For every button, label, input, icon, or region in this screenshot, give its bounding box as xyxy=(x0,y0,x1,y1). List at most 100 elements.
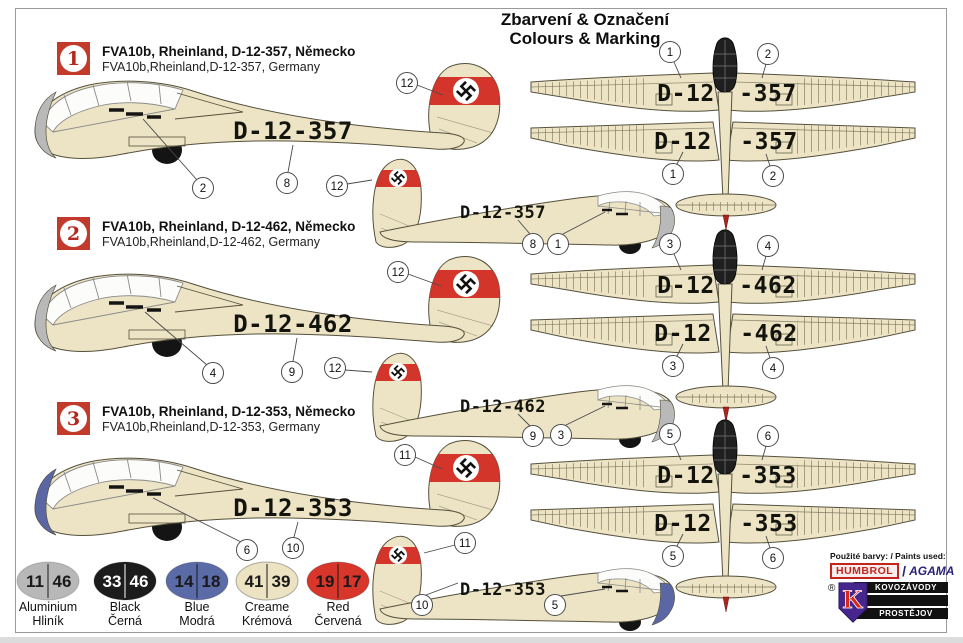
wing-registration-left: D-12 xyxy=(654,321,711,347)
paint-chip: 19 17 Red Červená xyxy=(306,561,370,628)
svg-text:1: 1 xyxy=(670,169,676,181)
kovozavody-logo: ® KOVOZÁVODY PROSTĚJOV K xyxy=(828,582,948,624)
svg-text:Black: Black xyxy=(110,600,141,614)
fuselage-registration: D-12-462 xyxy=(233,310,353,338)
svg-text:Creame: Creame xyxy=(245,600,290,614)
scheme-3-title-en: FVA10b,Rheinland,D-12-353, Germany xyxy=(102,420,320,434)
maker-shield-icon: K xyxy=(838,582,868,623)
paint-chip: 11 46 Aluminium Hliník xyxy=(16,561,80,628)
svg-text:8: 8 xyxy=(284,178,290,190)
paints-used-label: Použité barvy: / Paints used: xyxy=(830,551,946,561)
svg-text:Krémová: Krémová xyxy=(242,614,292,628)
scheme-3-badge: 3 xyxy=(57,402,90,435)
svg-text:11: 11 xyxy=(459,538,471,550)
scheme-2-plan-view: D-12 -462 D-12 -462 3 4 3 4 xyxy=(530,229,916,423)
scheme-3-small-profile: D-12-353 11 10 5 xyxy=(318,532,680,633)
svg-text:3: 3 xyxy=(558,430,564,442)
svg-text:K: K xyxy=(843,585,864,614)
scheme-1-title-en: FVA10b,Rheinland,D-12-357, Germany xyxy=(102,60,320,74)
title-czech: Zbarvení & Označení xyxy=(500,10,670,29)
callout: 11 xyxy=(394,444,443,470)
svg-text:4: 4 xyxy=(765,241,772,253)
svg-text:Blue: Blue xyxy=(184,600,209,614)
callout: 4 xyxy=(762,345,784,379)
svg-text:1: 1 xyxy=(667,47,673,59)
scheme-1-badge: 1 xyxy=(57,42,90,75)
callout: 11 xyxy=(423,532,476,554)
callout: 10 xyxy=(282,521,304,559)
page-edge xyxy=(0,637,963,643)
wing-registration-right: -357 xyxy=(739,81,796,107)
wing-registration-right: -353 xyxy=(740,511,797,537)
svg-text:12: 12 xyxy=(329,363,342,375)
humbrol-logo: HUMBROL xyxy=(830,563,900,579)
paints-used-box: Použité barvy: / Paints used: HUMBROL / … xyxy=(828,551,955,624)
fuselage-registration: D-12-353 xyxy=(233,494,353,522)
svg-text:12: 12 xyxy=(331,181,344,193)
callout: 5 xyxy=(659,423,682,461)
title-english: Colours & Marking xyxy=(509,29,661,48)
svg-text:6: 6 xyxy=(244,545,250,557)
svg-text:Červená: Červená xyxy=(314,613,361,628)
svg-text:17: 17 xyxy=(343,572,362,591)
wing-registration-right: -353 xyxy=(739,463,796,489)
svg-text:46: 46 xyxy=(130,572,149,591)
callout: 6 xyxy=(762,535,784,569)
scheme-2-side-profile: D-12-462 4 9 12 xyxy=(25,248,525,384)
scheme-2-title-en: FVA10b,Rheinland,D-12-462, Germany xyxy=(102,235,320,249)
callout: 3 xyxy=(550,405,606,446)
callout: 12 xyxy=(324,357,373,379)
svg-text:11: 11 xyxy=(399,450,411,462)
svg-text:10: 10 xyxy=(416,600,429,612)
svg-text:10: 10 xyxy=(287,543,300,555)
svg-text:6: 6 xyxy=(770,553,776,565)
nose-cone xyxy=(34,468,57,536)
maker-bar-bottom: PROSTĚJOV xyxy=(854,608,948,619)
callout: 6 xyxy=(152,497,258,561)
callout: 12 xyxy=(387,261,442,287)
callout: 10 xyxy=(411,582,459,616)
callout: 5 xyxy=(662,533,684,567)
nose-cone xyxy=(34,91,57,159)
callout: 9 xyxy=(517,413,544,447)
paint-chip: 41 39 Creame Krémová xyxy=(235,561,299,628)
wing-registration-left: D-12 xyxy=(657,273,714,299)
svg-text:11: 11 xyxy=(26,572,44,591)
maker-bar-middle xyxy=(854,595,948,606)
callout: 4 xyxy=(144,311,224,384)
svg-text:Hliník: Hliník xyxy=(32,614,64,628)
svg-text:41: 41 xyxy=(245,572,264,591)
scheme-1-title-cz: FVA10b, Rheinland, D-12-357, Německo xyxy=(102,44,356,59)
svg-text:46: 46 xyxy=(53,572,72,591)
wing-registration-left: D-12 xyxy=(654,511,711,537)
page-title: Zbarvení & Označení Colours & Marking xyxy=(430,10,740,48)
scheme-1-plan-view: D-12 -357 D-12 -357 1 2 1 2 xyxy=(530,37,916,231)
svg-text:1: 1 xyxy=(555,239,561,251)
fuselage-registration: D-12-462 xyxy=(460,397,546,417)
svg-text:5: 5 xyxy=(670,551,676,563)
svg-text:12: 12 xyxy=(392,267,405,279)
svg-text:2: 2 xyxy=(200,183,206,195)
callout: 12 xyxy=(326,175,373,197)
svg-text:8: 8 xyxy=(530,239,536,251)
svg-text:19: 19 xyxy=(316,572,335,591)
scheme-1-side-profile: D-12-357 2 8 12 xyxy=(25,55,525,199)
callout: 6 xyxy=(757,425,779,461)
svg-text:5: 5 xyxy=(667,429,673,441)
paint-chip: 33 46 Black Černá xyxy=(93,561,157,628)
agama-logo: AGAMA xyxy=(909,564,955,578)
wing-registration-right: -462 xyxy=(740,321,797,347)
scheme-1-small-profile: D-12-357 12 8 1 xyxy=(326,154,680,256)
callout: 9 xyxy=(281,337,303,383)
scheme-2-badge: 2 xyxy=(57,217,90,250)
callout: 1 xyxy=(547,211,606,255)
callout: 2 xyxy=(762,153,784,187)
wing-registration-right: -462 xyxy=(739,273,796,299)
maker-bar-top: KOVOZÁVODY xyxy=(854,582,948,593)
svg-text:Modrá: Modrá xyxy=(179,614,214,628)
nose-cone xyxy=(651,399,675,443)
brand-separator: / xyxy=(902,563,907,579)
svg-text:12: 12 xyxy=(401,78,414,90)
paint-chip: 14 18 Blue Modrá xyxy=(165,561,229,628)
svg-text:2: 2 xyxy=(765,49,771,61)
